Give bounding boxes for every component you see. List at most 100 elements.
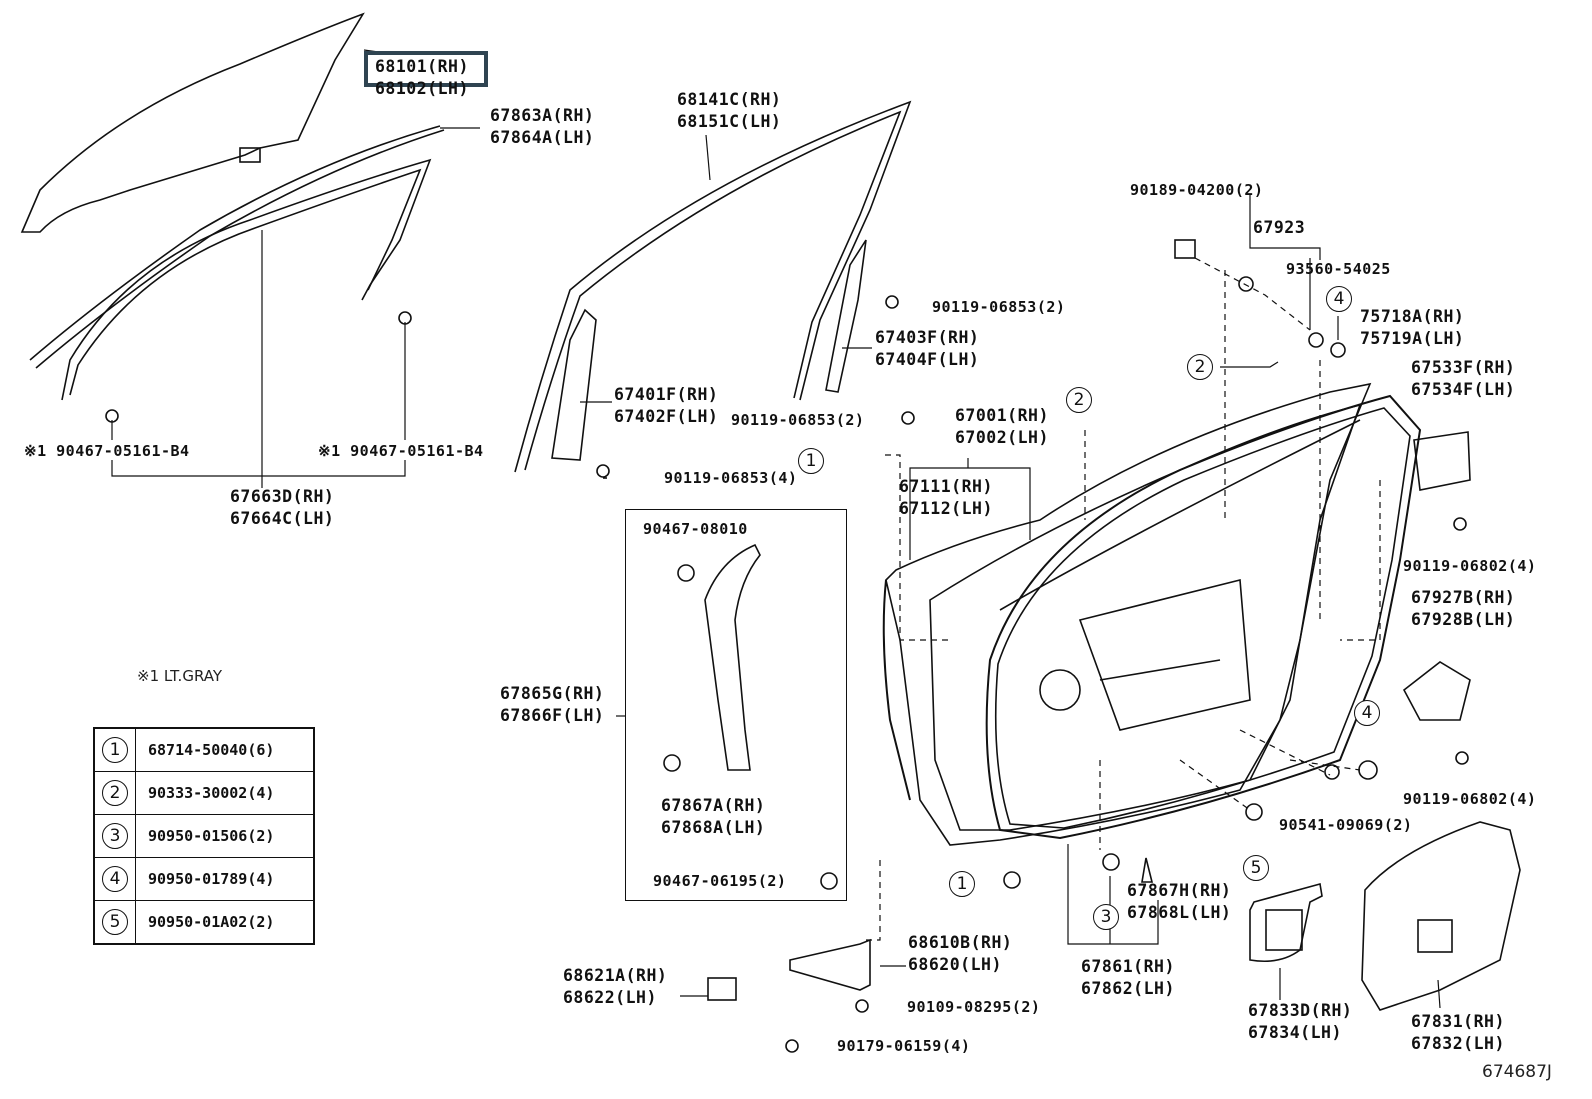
label-door-check[interactable]: 68610B(RH) 68620(LH) — [908, 932, 1012, 976]
selected-part-highlight — [364, 51, 488, 87]
label-outer-molding[interactable]: 67863A(RH) 67864A(LH) — [490, 105, 594, 149]
label-93560[interactable]: 93560-54025 — [1286, 260, 1391, 278]
label-75718[interactable]: 75718A(RH) 75719A(LH) — [1360, 306, 1464, 350]
part-number-rh[interactable]: 67861(RH) — [1081, 957, 1175, 976]
figure-id: 674687J — [1482, 1062, 1552, 1082]
label-rear-channel[interactable]: 67403F(RH) 67404F(LH) — [875, 327, 979, 371]
legend-part-number[interactable]: 90950-01A02(2) — [135, 900, 315, 945]
part-number-lh[interactable]: 67664C(LH) — [230, 509, 335, 528]
label-hole-cover-main[interactable]: 67831(RH) 67832(LH) — [1411, 1011, 1505, 1055]
part-number-rh[interactable]: 67111(RH) — [899, 477, 993, 496]
door-shell-drawing — [882, 382, 1372, 846]
label-glass[interactable]: 68101(RH) 68102(LH) — [375, 56, 469, 100]
part-number-rh[interactable]: 67867H(RH) — [1127, 881, 1232, 900]
callout-3[interactable]: 3 — [1093, 904, 1119, 930]
label-bolt-06802-b[interactable]: 90119-06802(4) — [1403, 790, 1537, 808]
legend-part-number[interactable]: 90950-01789(4) — [135, 857, 315, 901]
label-90189[interactable]: 90189-04200(2) — [1130, 181, 1264, 199]
label-90541[interactable]: 90541-09069(2) — [1279, 816, 1413, 834]
label-kit-clip-top[interactable]: 90467-08010 — [643, 520, 748, 538]
label-belt-molding[interactable]: 67865G(RH) 67866F(LH) — [500, 683, 604, 727]
part-number-lh[interactable]: 67534F(LH) — [1411, 380, 1516, 399]
part-number-rh[interactable]: 67863A(RH) — [490, 106, 595, 125]
label-clip-right[interactable]: ※1 90467-05161-B4 — [318, 442, 484, 460]
part-number-rh[interactable]: 67831(RH) — [1411, 1012, 1505, 1031]
part-number-rh[interactable]: 67001(RH) — [955, 406, 1049, 425]
label-front-channel[interactable]: 67401F(RH) 67402F(LH) — [614, 384, 718, 428]
label-bolt-b[interactable]: 90119-06853(2) — [731, 411, 865, 429]
part-number-rh[interactable]: 67927B(RH) — [1411, 588, 1516, 607]
part-number-lh[interactable]: 67832(LH) — [1411, 1034, 1505, 1053]
part-number-lh[interactable]: 67862(LH) — [1081, 979, 1175, 998]
legend-row[interactable]: 2 90333-30002(4) — [93, 771, 315, 815]
legend-callout-number: 2 — [102, 780, 128, 806]
label-67533[interactable]: 67533F(RH) 67534F(LH) — [1411, 357, 1515, 401]
legend-row[interactable]: 1 68714-50040(6) — [93, 727, 315, 772]
run-channel-drawing — [514, 100, 912, 473]
part-number-lh[interactable]: 75719A(LH) — [1360, 329, 1465, 348]
callout-1[interactable]: 1 — [798, 448, 824, 474]
label-67927[interactable]: 67927B(RH) 67928B(LH) — [1411, 587, 1515, 631]
label-door-panel[interactable]: 67001(RH) 67002(LH) — [955, 405, 1049, 449]
part-number-rh[interactable]: 67867A(RH) — [661, 796, 766, 815]
part-number-rh[interactable]: 67663D(RH) — [230, 487, 335, 506]
legend-part-number[interactable]: 90333-30002(4) — [135, 771, 315, 815]
label-bolt-a[interactable]: 90119-06853(2) — [932, 298, 1066, 316]
part-number-lh[interactable]: 67112(LH) — [899, 499, 993, 518]
part-number-lh[interactable]: 67866F(LH) — [500, 706, 605, 725]
part-number-rh[interactable]: 67833D(RH) — [1248, 1001, 1353, 1020]
label-service-hole-cover[interactable]: 67833D(RH) 67834(LH) — [1248, 1000, 1352, 1044]
part-number-lh[interactable]: 67404F(LH) — [875, 350, 980, 369]
part-number-rh[interactable]: 67401F(RH) — [614, 385, 719, 404]
color-note: ※1 LT.GRAY — [137, 667, 223, 685]
part-number-lh[interactable]: 68620(LH) — [908, 955, 1002, 974]
part-number-lh[interactable]: 67928B(LH) — [1411, 610, 1516, 629]
label-clip-left[interactable]: ※1 90467-05161-B4 — [24, 442, 190, 460]
part-number-rh[interactable]: 68621A(RH) — [563, 966, 668, 985]
label-weatherstrip[interactable]: 67861(RH) 67862(LH) — [1081, 956, 1175, 1000]
label-bolt-06802-a[interactable]: 90119-06802(4) — [1403, 557, 1537, 575]
part-number-rh[interactable]: 67865G(RH) — [500, 684, 605, 703]
part-number-rh[interactable]: 67403F(RH) — [875, 328, 980, 347]
callout-1[interactable]: 1 — [949, 871, 975, 897]
callout-5[interactable]: 5 — [1243, 855, 1269, 881]
legend-callout-number: 4 — [102, 866, 128, 892]
front-channel-drawing — [551, 308, 612, 479]
part-number-rh[interactable]: 68141C(RH) — [677, 90, 782, 109]
label-check-cover[interactable]: 68621A(RH) 68622(LH) — [563, 965, 667, 1009]
label-run-channel[interactable]: 68141C(RH) 68151C(LH) — [677, 89, 781, 133]
label-weatherstrip-clip[interactable]: 67867H(RH) 67868L(LH) — [1127, 880, 1231, 924]
label-bolt-c[interactable]: 90119-06853(4) — [664, 469, 798, 487]
legend-row[interactable]: 3 90950-01506(2) — [93, 814, 315, 858]
part-number-lh[interactable]: 67834(LH) — [1248, 1023, 1342, 1042]
label-door-outer-panel[interactable]: 67111(RH) 67112(LH) — [899, 476, 993, 520]
callout-2[interactable]: 2 — [1187, 354, 1213, 380]
callout-2[interactable]: 2 — [1066, 387, 1092, 413]
label-kit-clip-bottom[interactable]: 90467-06195(2) — [653, 872, 787, 890]
part-number-lh[interactable]: 67864A(LH) — [490, 128, 595, 147]
label-bolt-08295[interactable]: 90109-08295(2) — [907, 998, 1041, 1016]
part-number-lh[interactable]: 68151C(LH) — [677, 112, 782, 131]
callout-4[interactable]: 4 — [1354, 700, 1380, 726]
part-number-rh[interactable]: 67533F(RH) — [1411, 358, 1516, 377]
part-number-lh[interactable]: 68102(LH) — [375, 79, 469, 98]
part-number-lh[interactable]: 67402F(LH) — [614, 407, 719, 426]
callout-4[interactable]: 4 — [1326, 286, 1352, 312]
part-number-lh[interactable]: 67002(LH) — [955, 428, 1049, 447]
part-number-rh[interactable]: 68610B(RH) — [908, 933, 1013, 952]
part-number-lh[interactable]: 68622(LH) — [563, 988, 657, 1007]
legend-row[interactable]: 4 90950-01789(4) — [93, 857, 315, 901]
part-number-rh[interactable]: 68101(RH) — [375, 57, 469, 76]
label-kit-clip[interactable]: 67867A(RH) 67868A(LH) — [661, 795, 765, 839]
label-nut-06159[interactable]: 90179-06159(4) — [837, 1037, 971, 1055]
label-67923[interactable]: 67923 — [1253, 218, 1306, 237]
legend-row[interactable]: 5 90950-01A02(2) — [93, 900, 315, 945]
legend-part-number[interactable]: 90950-01506(2) — [135, 814, 315, 858]
frame-molding-drawing — [61, 158, 432, 488]
part-number-lh[interactable]: 67868A(LH) — [661, 818, 766, 837]
part-number-lh[interactable]: 67868L(LH) — [1127, 903, 1232, 922]
legend-part-number[interactable]: 68714-50040(6) — [135, 727, 315, 772]
part-number-rh[interactable]: 75718A(RH) — [1360, 307, 1465, 326]
label-frame-molding[interactable]: 67663D(RH) 67664C(LH) — [230, 486, 334, 530]
